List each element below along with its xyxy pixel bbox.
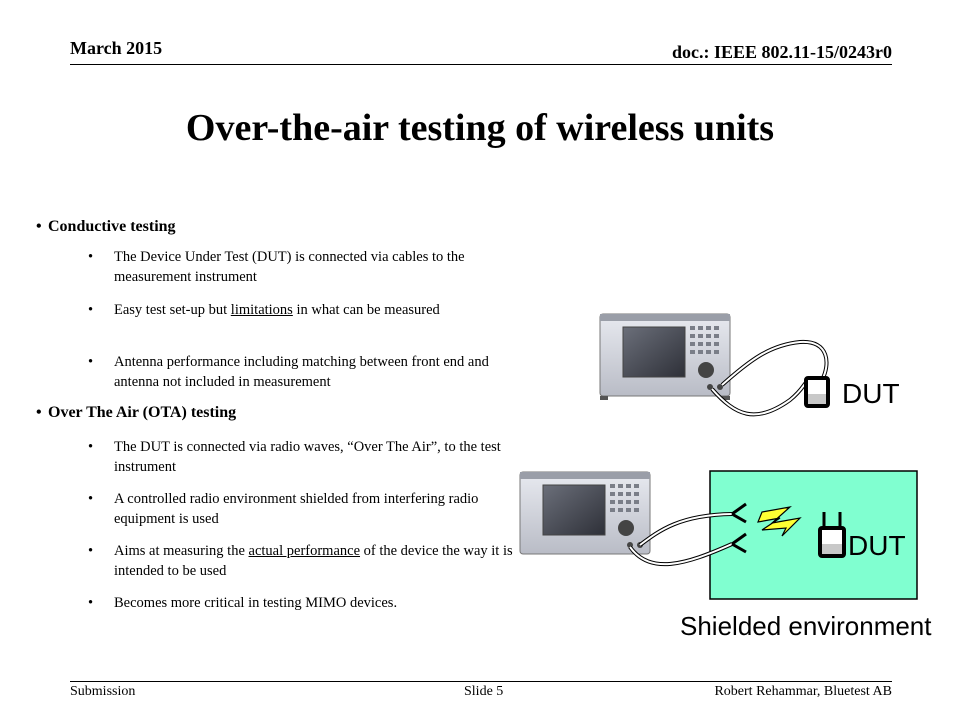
bullet-ota-4: Becomes more critical in testing MIMO de… xyxy=(88,593,514,613)
bullet-ota-2: A controlled radio environment shielded … xyxy=(88,489,514,529)
measurement-instrument-top xyxy=(599,313,731,400)
header-date: March 2015 xyxy=(70,38,163,58)
text-pre: Easy test set-up but xyxy=(114,302,231,318)
footer-left: Submission xyxy=(70,684,136,699)
measurement-instrument-bottom xyxy=(519,471,651,555)
footer-author: Robert Rehammar, Bluetest AB xyxy=(714,684,892,699)
dut-device-bottom xyxy=(818,512,846,558)
shielded-environment-label: Shielded environment xyxy=(680,611,932,641)
text-post: of the device the way it is intended to … xyxy=(114,543,513,579)
header-doc-id: doc.: IEEE 802.11-15/0243r0 xyxy=(671,42,892,62)
dut-label-top: DUT xyxy=(842,378,900,409)
bullet-conductive-2: Easy test set-up but limitations in what… xyxy=(88,300,514,320)
text-pre: Aims at measuring the xyxy=(114,543,249,559)
test-setup-diagram xyxy=(519,313,918,600)
bullet-ota-3: Aims at measuring the actual performance… xyxy=(88,541,514,581)
chamber-antenna-2 xyxy=(731,532,747,554)
bullet-ota-heading: Over The Air (OTA) testing xyxy=(36,404,508,422)
text-underlined: actual performance xyxy=(248,543,361,559)
header-rule xyxy=(70,64,892,65)
bullet-conductive-1: The Device Under Test (DUT) is connected… xyxy=(88,247,514,287)
text-post: in what can be measured xyxy=(292,302,440,318)
chamber-antenna-1 xyxy=(731,502,747,524)
bullet-conductive-3: Antenna performance including matching b… xyxy=(88,352,514,392)
text-underlined: limitations xyxy=(230,302,293,318)
bullet-ota-1: The DUT is connected via radio waves, “O… xyxy=(88,437,514,477)
dut-label-bottom: DUT xyxy=(848,530,906,561)
dut-device-top xyxy=(804,376,830,408)
slide-title: Over-the-air testing of wireless units xyxy=(185,107,775,149)
radio-wave-lightning-icon xyxy=(757,506,802,537)
footer-slide-number: Slide 5 xyxy=(464,684,504,699)
footer-rule xyxy=(70,681,892,682)
bullet-conductive-heading: Conductive testing xyxy=(36,218,508,236)
